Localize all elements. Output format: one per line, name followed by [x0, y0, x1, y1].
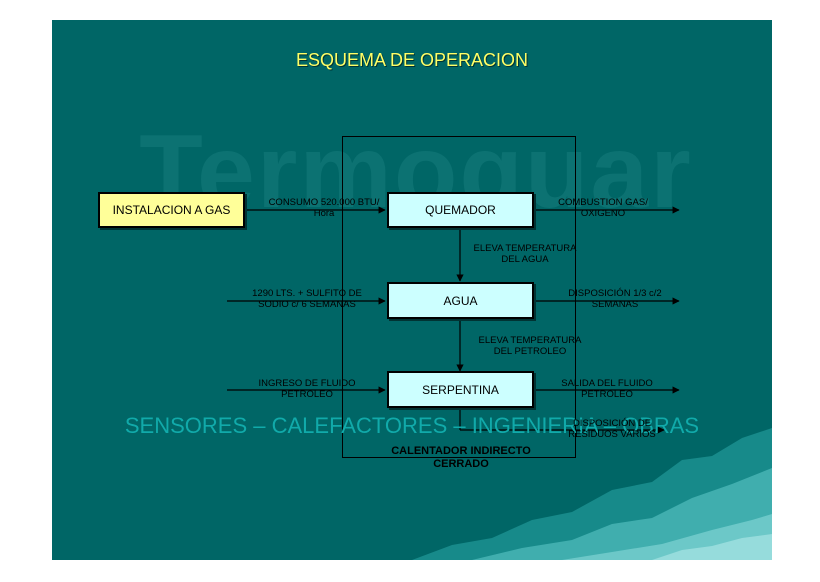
mountain-graphic: [412, 428, 772, 560]
frame-caption: CALENTADOR INDIRECTO CERRADO: [391, 445, 531, 470]
node-serpentina: SERPENTINA: [387, 371, 534, 408]
label-ingreso: INGRESO DE FLUIDO PETROLEO: [258, 378, 356, 400]
label-eleva-agua: ELEVA TEMPERATURA DEL AGUA: [473, 243, 577, 265]
label-consumo: CONSUMO 520.000 BTU/ Hora: [268, 197, 380, 219]
node-instalacion-gas: INSTALACION A GAS: [98, 192, 245, 228]
heater-frame: [342, 136, 576, 458]
connector-lines: [227, 206, 680, 434]
node-agua: AGUA: [387, 282, 534, 319]
node-serpentina-label: SERPENTINA: [422, 382, 499, 397]
node-instalacion-label: INSTALACION A GAS: [112, 203, 231, 217]
slide-title: ESQUEMA DE OPERACION: [295, 50, 529, 70]
label-eleva-petroleo: ELEVA TEMPERATURA DEL PETROLEO: [478, 335, 582, 357]
label-salida: SALIDA DEL FLUIDO PETROLEO: [561, 378, 653, 400]
node-quemador: QUEMADOR: [387, 192, 534, 228]
label-sulfito: 1290 LTS. + SULFITO DE SODIO c/ 6 SEMANA…: [252, 288, 362, 310]
node-agua-label: AGUA: [443, 293, 478, 308]
slide: Termoquar ESQUEMA DE OPERACION INSTALACI…: [52, 20, 772, 560]
label-combustion: COMBUSTION GAS/ OXIGENO: [558, 197, 648, 219]
watermark-tagline: SENSORES – CALEFACTORES – INGENIERIA – O…: [124, 413, 700, 438]
node-quemador-label: QUEMADOR: [425, 203, 496, 217]
label-residuos: DISPOSICIÓN DE RESIDUOS VARIOS: [568, 418, 656, 440]
label-disposicion: DISPOSICIÓN 1/3 c/2 SEMANAS: [568, 288, 662, 310]
